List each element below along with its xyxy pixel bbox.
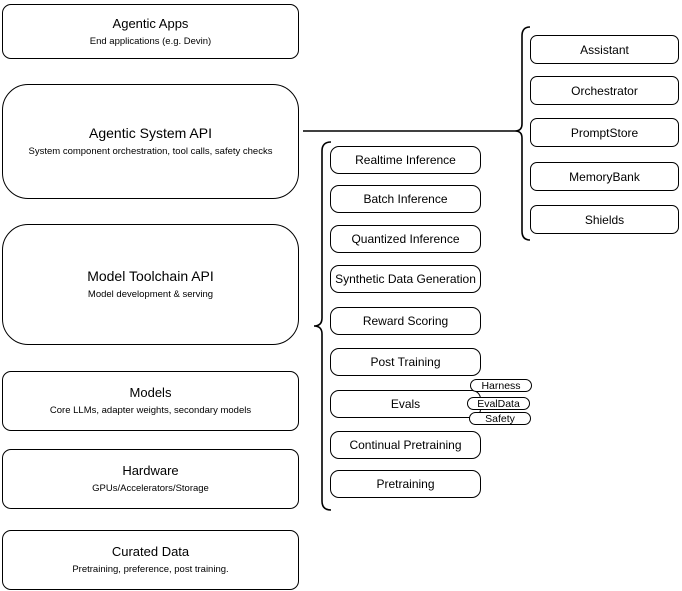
node-continual-pretraining: Continual Pretraining [330,431,481,459]
node-orchestrator: Orchestrator [530,76,679,105]
node-memorybank: MemoryBank [530,162,679,191]
node-title: Hardware [122,463,179,478]
node-evals: Evals [330,390,481,418]
node-label: Pretraining [376,477,435,491]
node-subtitle: Model development & serving [87,289,214,300]
node-title: Model Toolchain API [87,268,214,284]
node-synthetic-data-generation: Synthetic Data Generation [330,265,481,293]
node-subtitle: Pretraining, preference, post training. [72,564,229,575]
node-label: Continual Pretraining [349,438,462,452]
node-agentic-system-api: Agentic System API System component orch… [2,84,299,199]
node-promptstore: PromptStore [530,118,679,147]
node-label: Batch Inference [363,192,448,206]
node-label: PromptStore [570,125,639,140]
node-assistant: Assistant [530,35,679,64]
toolchain-bracket [313,141,332,511]
node-hardware: Hardware GPUs/Accelerators/Storage [2,449,299,509]
node-quantized-inference: Quantized Inference [330,225,481,253]
node-label: Quantized Inference [351,232,460,246]
node-pretraining: Pretraining [330,470,481,498]
eval-pill-safety: Safety [469,412,531,425]
node-title: Curated Data [111,544,190,559]
node-label: Synthetic Data Generation [335,272,476,286]
node-label: Evals [390,397,421,411]
node-subtitle: End applications (e.g. Devin) [89,35,212,47]
system-components-bracket [514,26,531,241]
pill-label: Harness [481,379,521,392]
node-label: Realtime Inference [355,153,456,167]
node-subtitle: GPUs/Accelerators/Storage [92,483,209,494]
eval-pill-evaldata: EvalData [467,397,530,410]
node-label: Assistant [580,42,629,57]
node-title: Models [129,385,172,400]
node-title: Agentic Apps [112,15,189,31]
node-batch-inference: Batch Inference [330,185,481,213]
pill-label: EvalData [477,397,520,410]
node-model-toolchain-api: Model Toolchain API Model development & … [2,224,299,345]
node-agentic-apps: Agentic Apps End applications (e.g. Devi… [2,4,299,59]
node-label: Shields [584,212,625,227]
node-label: Orchestrator [571,83,638,98]
node-realtime-inference: Realtime Inference [330,146,481,174]
node-subtitle: System component orchestration, tool cal… [28,146,273,157]
node-reward-scoring: Reward Scoring [330,307,481,335]
pill-label: Safety [485,412,515,425]
node-label: Post Training [370,355,441,369]
eval-pill-harness: Harness [470,379,532,392]
node-label: MemoryBank [569,169,640,184]
node-title: Agentic System API [89,125,212,141]
node-curated-data: Curated Data Pretraining, preference, po… [2,530,299,590]
node-post-training: Post Training [330,348,481,376]
node-models: Models Core LLMs, adapter weights, secon… [2,371,299,431]
node-shields: Shields [530,205,679,234]
node-label: Reward Scoring [362,314,449,328]
node-subtitle: Core LLMs, adapter weights, secondary mo… [49,405,252,416]
